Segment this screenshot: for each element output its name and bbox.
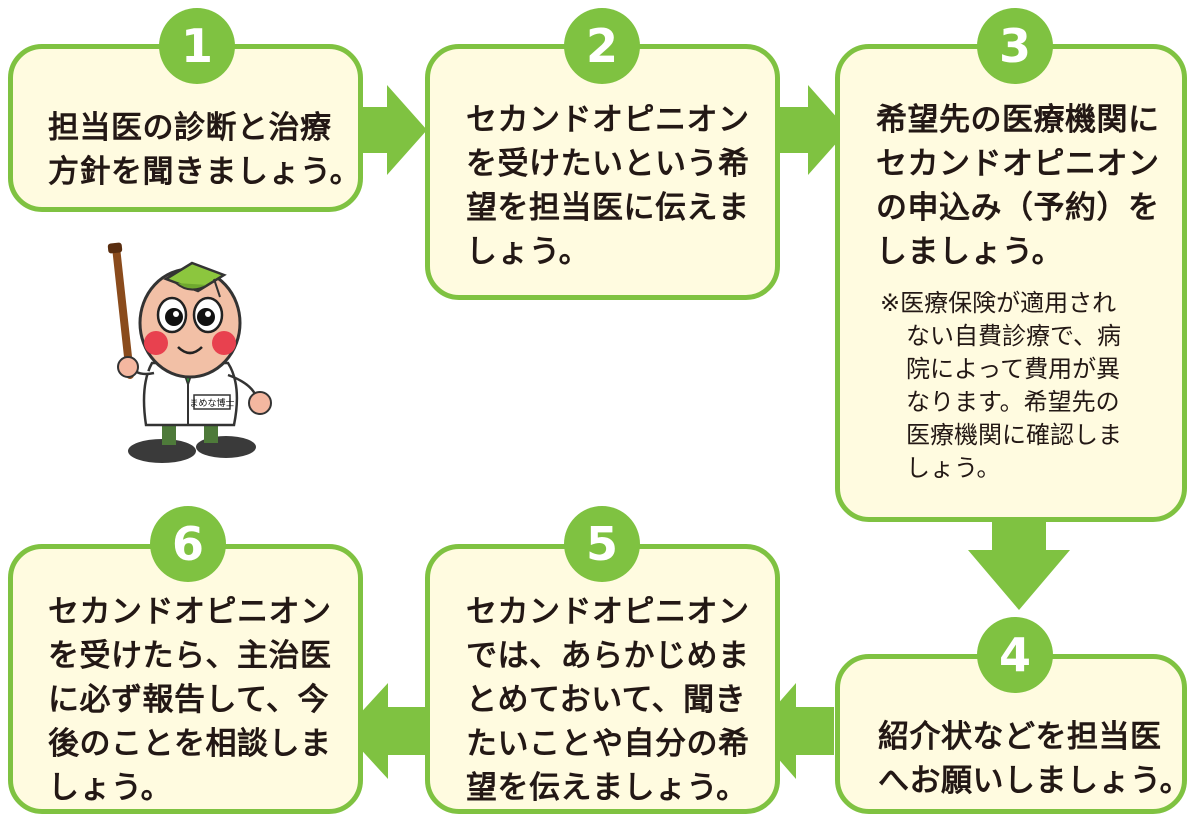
arrow-right-1-2-icon xyxy=(355,85,427,175)
svg-text:まめな博士: まめな博士 xyxy=(189,397,234,409)
step-2-number-badge: 2 xyxy=(564,8,640,84)
step-3-note: ※医療保険が適用され ない自費診療で、病 院によって費用が異 なります。希望先の… xyxy=(880,289,1122,482)
step-3-box xyxy=(835,44,1187,522)
arrow-right-2-3-icon xyxy=(776,85,848,175)
arrow-down-3-4-icon xyxy=(968,500,1070,610)
step-5-text: セカンドオピニオン では、あらかじめま とめておいて、聞き たいことや自分の希 … xyxy=(466,594,750,806)
step-1-number-badge: 1 xyxy=(159,8,235,84)
step-5-number-badge: 5 xyxy=(564,506,640,582)
step-4-number-badge: 4 xyxy=(977,617,1053,693)
step-6-number-badge: 6 xyxy=(150,506,226,582)
step-2-box xyxy=(425,44,780,300)
step-1-text: 担当医の診断と治療 方針を聞きましょう。 xyxy=(48,110,362,190)
mascot-icon: まめな博士 xyxy=(107,242,272,463)
arrow-left-5-6-icon xyxy=(344,683,428,779)
step-3-number-badge: 3 xyxy=(977,8,1053,84)
step-3-text: 希望先の医療機関に セカンドオピニオン の申込み（予約）を しましょう。 xyxy=(876,102,1160,270)
step-2-text: セカンドオピニオン を受けたいという希 望を担当医に伝えま しょう。 xyxy=(466,102,750,270)
step-4-text: 紹介状などを担当医 へお願いしましょう。 xyxy=(878,719,1190,799)
step-6-text: セカンドオピニオン を受けたら、主治医 に必ず報告して、今 後のことを相談しま … xyxy=(48,594,332,806)
arrow-left-4-5-icon xyxy=(754,683,834,779)
